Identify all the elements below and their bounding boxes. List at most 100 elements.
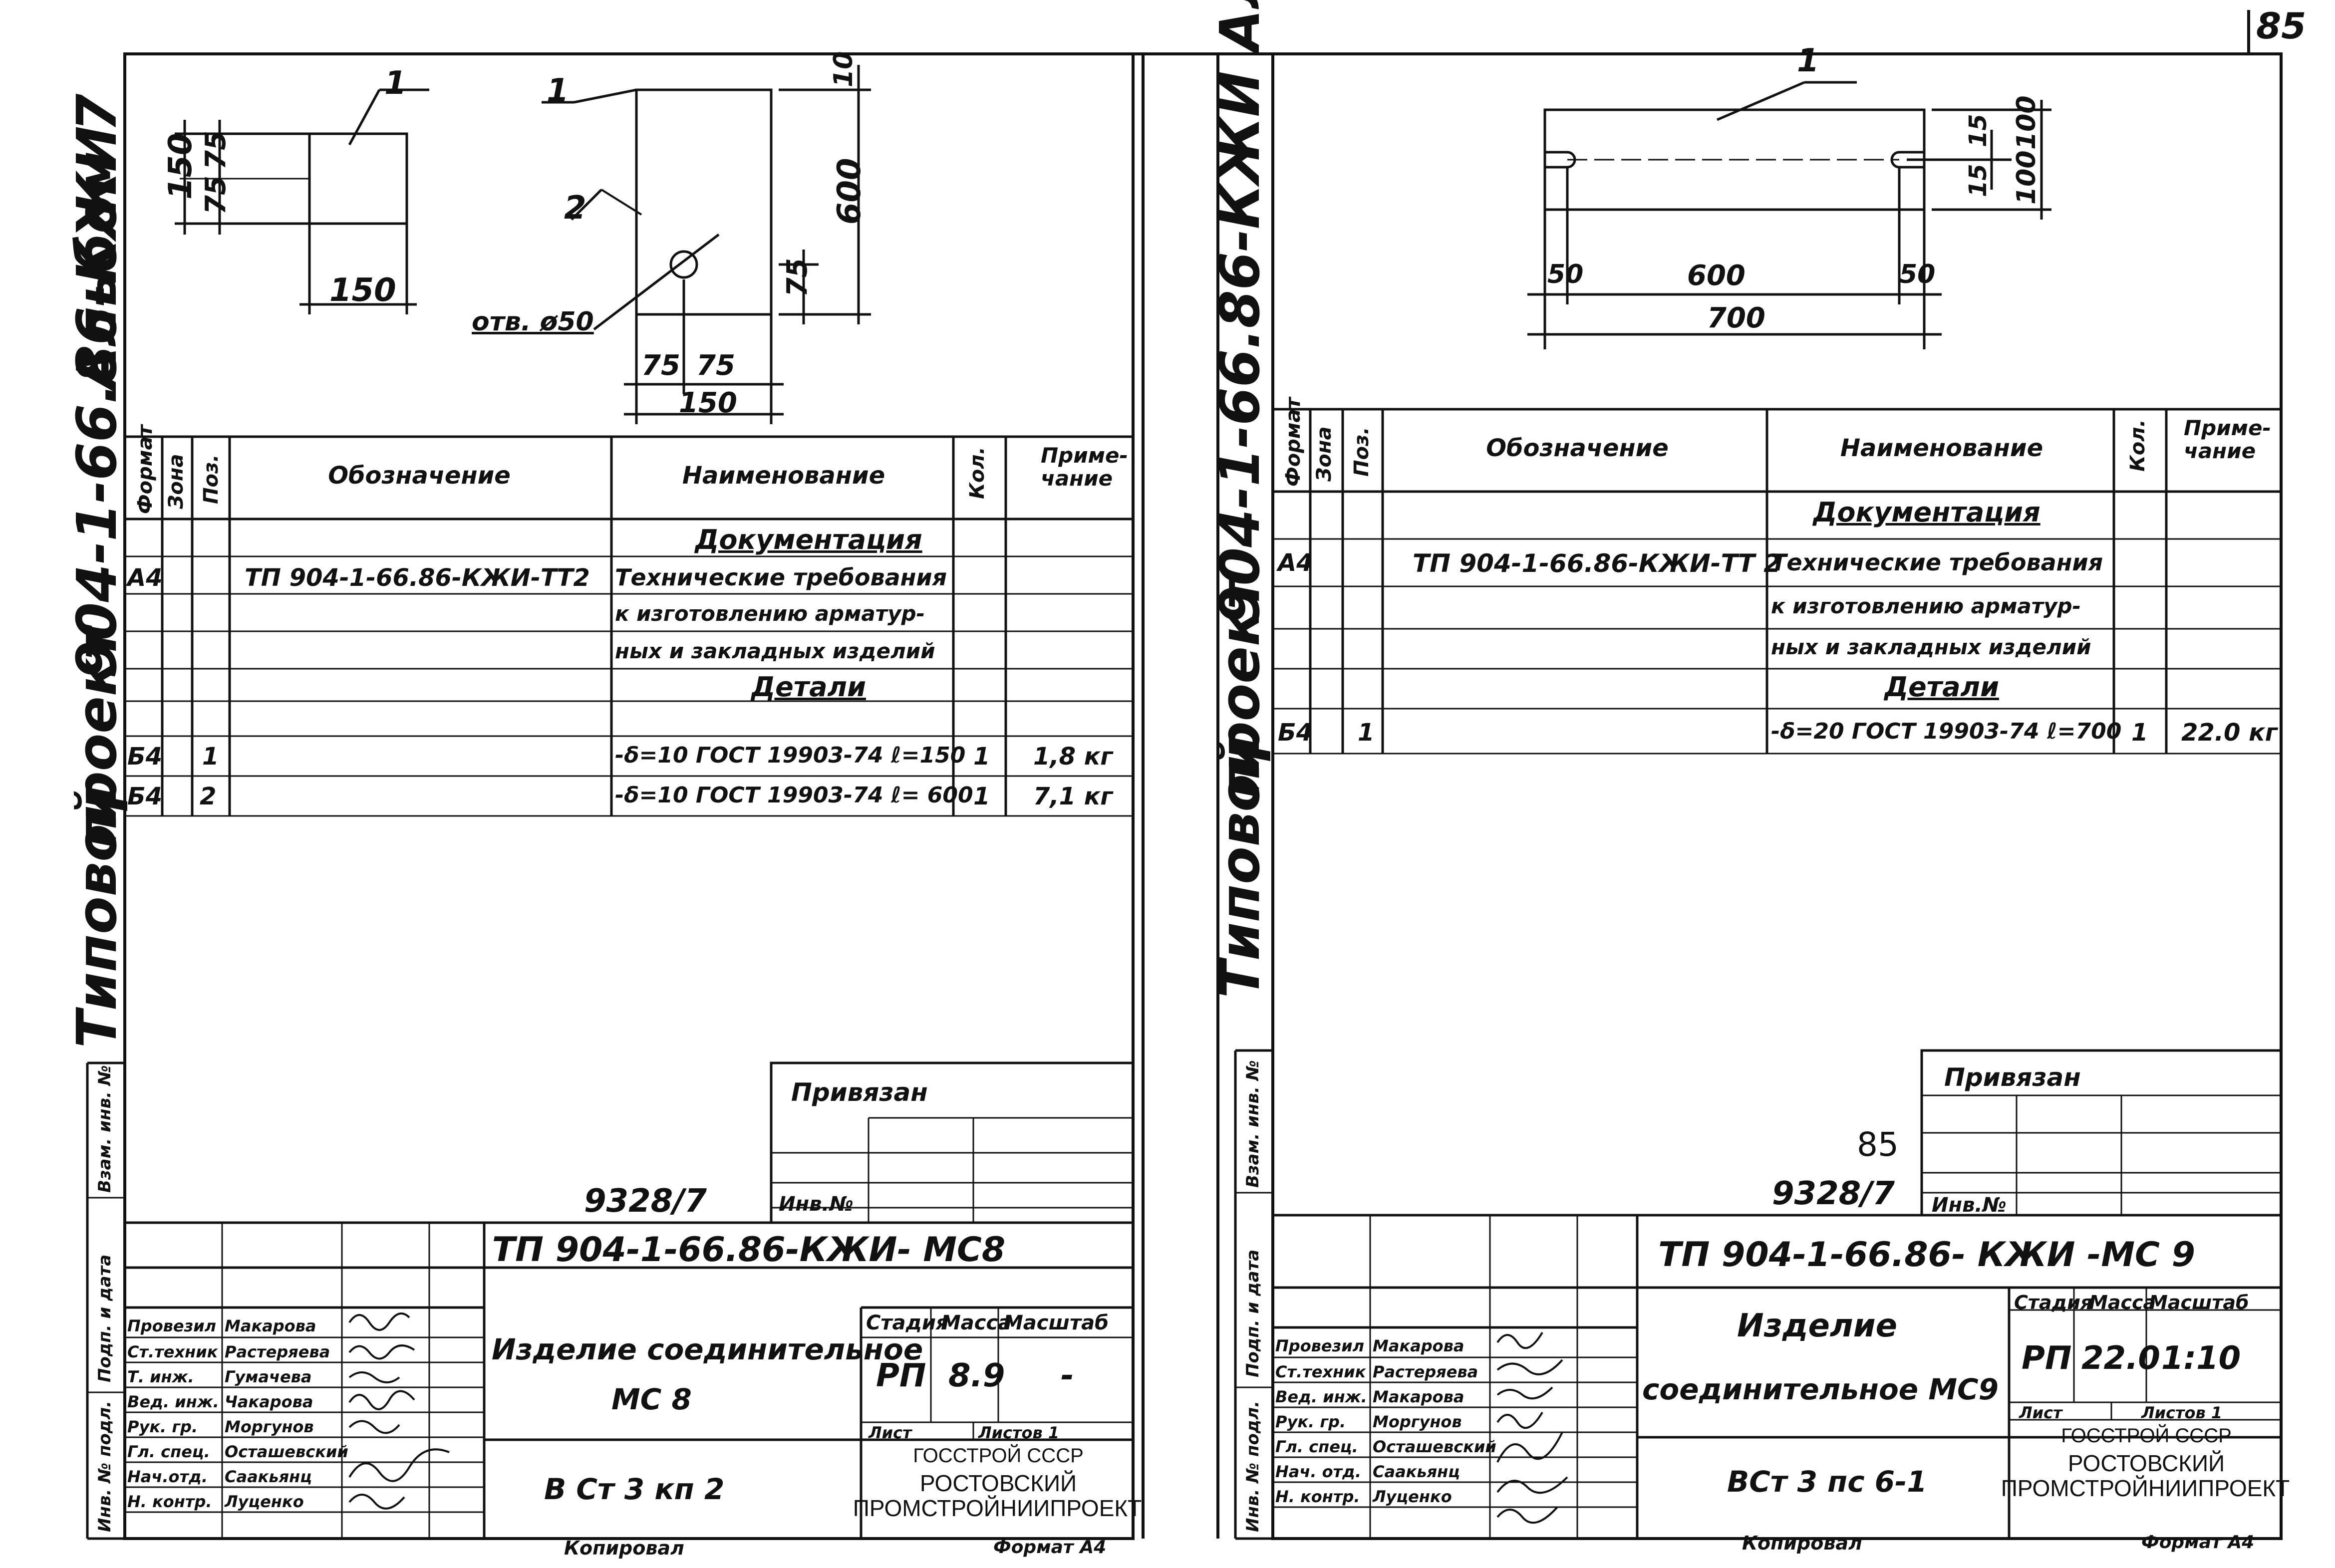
inv-no-label: Инв.№ <box>1932 1194 2007 1217</box>
role-name: Макарова <box>225 1316 316 1335</box>
side-label-replace: Взам. инв. № <box>1243 1060 1263 1188</box>
inv-no-label: Инв.№ <box>779 1193 854 1216</box>
doc-row-format: А4 <box>1278 549 1313 577</box>
header-format: Формат <box>1282 397 1305 487</box>
dim-10: 10 <box>829 51 859 87</box>
role-label: Т. инж. <box>127 1367 194 1386</box>
doc-name-1: Технические требования <box>1771 549 2103 576</box>
role-name: Моргунов <box>225 1417 314 1436</box>
dim-700: 700 <box>1707 302 1765 334</box>
scale-value: - <box>1061 1357 1074 1394</box>
page-number: 85 <box>2256 5 2307 47</box>
dim-75-d: 75 <box>696 349 735 382</box>
role-label: Рук. гр. <box>127 1417 198 1436</box>
detail-row-format: Б4 <box>127 783 162 810</box>
header-name: Наименование <box>1840 434 2043 462</box>
role-label: Вед. инж. <box>1275 1387 1367 1406</box>
product-name-2: соединительное МС9 <box>1642 1372 1999 1406</box>
role-label: Гл. спец. <box>127 1442 210 1461</box>
role-label: Вед. инж. <box>127 1392 219 1411</box>
role-name: Растеряева <box>225 1342 330 1361</box>
org-line-1: ГОССТРОЙ СССР <box>913 1445 1084 1467</box>
stage-label: Стадия <box>2014 1292 2093 1313</box>
org-line-3: ПРОМСТРОЙНИИПРОЕКТ <box>853 1495 1142 1521</box>
format-label: Формат А4 <box>2141 1532 2255 1553</box>
role-name: Гумачева <box>225 1367 312 1386</box>
header-format: Формат <box>134 425 157 514</box>
dim-600: 600 <box>1687 260 1746 292</box>
role-label: Рук. гр. <box>1275 1412 1346 1431</box>
role-name: Луценко <box>225 1492 304 1511</box>
org-line-2: РОСТОВСКИЙ <box>2067 1450 2225 1476</box>
sheet-label: Лист <box>869 1423 912 1442</box>
stage-label: Стадия <box>866 1311 949 1334</box>
doc-row-designation: ТП 904-1-66.86-КЖИ-ТТ 2 <box>1413 549 1781 578</box>
product-name-2: МС 8 <box>611 1382 692 1416</box>
detail-row-pos: 1 <box>1358 719 1375 747</box>
role-label: Ст.техник <box>127 1342 218 1361</box>
doc-name-3: ных и закладных изделий <box>615 639 935 663</box>
header-qty: Кол. <box>966 447 989 499</box>
sheet-number-85: 85 <box>1857 1125 1899 1164</box>
role-label: Гл. спец. <box>1275 1437 1358 1456</box>
dim-100-a: 100 <box>2012 95 2042 150</box>
detail-row-pos: 2 <box>200 783 217 810</box>
dim-75-c: 75 <box>641 349 680 382</box>
dim-150-top: 150 <box>162 133 199 200</box>
header-pos: Поз. <box>1350 427 1373 477</box>
org-line-2: РОСТОВСКИЙ <box>919 1470 1077 1496</box>
privyazan-label: Привязан <box>1944 1063 2081 1092</box>
detail-row-name: -δ=20 ГОСТ 19903-74 ℓ=700 <box>1771 719 2122 744</box>
header-zone: Зона <box>165 454 188 509</box>
role-label: Ст.техник <box>1275 1362 1366 1381</box>
copied-label: Копировал <box>1742 1532 1862 1554</box>
header-qty: Кол. <box>2126 419 2149 472</box>
dim-600: 600 <box>831 158 868 225</box>
side-label-replace: Взам. инв. № <box>95 1065 115 1193</box>
dim-75-b: 75 <box>200 176 232 215</box>
drawing-code: ТП 904-1-66.86- КЖИ -МС 9 <box>1658 1235 2195 1275</box>
dim-100-b: 100 <box>2012 150 2042 205</box>
detail-row-name: -δ=10 ГОСТ 19903-74 ℓ=150 <box>615 743 966 768</box>
album-text-part4: Альбом 7 <box>65 93 129 389</box>
side-label-inv: Инв. № подл. <box>1243 1400 1263 1532</box>
role-name: Луценко <box>1373 1487 1452 1506</box>
detail-row-format: Б4 <box>127 743 162 771</box>
header-name: Наименование <box>682 462 885 490</box>
material: ВСт 3 пс 6-1 <box>1727 1465 1927 1499</box>
mass-label: Масса <box>2089 1292 2156 1313</box>
leader-1: 1 <box>547 72 569 109</box>
product-name-1: Изделие соединительное <box>492 1332 923 1366</box>
mass-value: 8.9 <box>948 1357 1005 1394</box>
header-note: Приме- чание <box>1041 443 1128 491</box>
dim-150-bottom: 150 <box>329 272 396 309</box>
stage-value: РП <box>876 1357 926 1394</box>
role-label: Н. контр. <box>1275 1487 1360 1506</box>
detail-row-name: -δ=10 ГОСТ 19903-74 ℓ= 600 <box>615 783 973 808</box>
role-label: Провезил <box>1275 1336 1365 1355</box>
leader-2: 2 <box>564 190 586 227</box>
drawing-number: 9328/7 <box>584 1183 707 1220</box>
doc-name-1: Технические требования <box>615 564 947 591</box>
org-line-1: ГОССТРОЙ СССР <box>2061 1425 2232 1447</box>
role-name: Осташевский <box>1373 1437 1496 1456</box>
sheets-label: Листов 1 <box>2141 1403 2223 1422</box>
sheets-label: Листов 1 <box>978 1423 1060 1442</box>
org-line-3: ПРОМСТРОЙНИИПРОЕКТ <box>2001 1475 2290 1501</box>
role-label: Нач. отд. <box>1275 1462 1362 1481</box>
detail-row-note: 1,8 кг <box>1033 743 1113 771</box>
doc-row-format: А4 <box>127 564 163 592</box>
dim-75-a: 75 <box>200 131 232 170</box>
dim-15-a: 15 <box>1964 114 1992 147</box>
role-name: Чакарова <box>225 1392 313 1411</box>
detail-row-format: Б4 <box>1278 719 1313 747</box>
doc-name-2: к изготовлению арматур- <box>615 601 925 626</box>
role-label: Нач.отд. <box>127 1467 208 1486</box>
leader-1: 1 <box>1797 42 1819 79</box>
section-details: Детали <box>751 671 866 703</box>
product-name-1: Изделие <box>1737 1307 1897 1344</box>
section-details: Детали <box>1884 671 1999 703</box>
dim-75-right: 75 <box>781 258 814 297</box>
drawing-code: ТП 904-1-66.86-КЖИ- МС8 <box>492 1230 1006 1270</box>
privyazan-label: Привязан <box>791 1078 928 1107</box>
